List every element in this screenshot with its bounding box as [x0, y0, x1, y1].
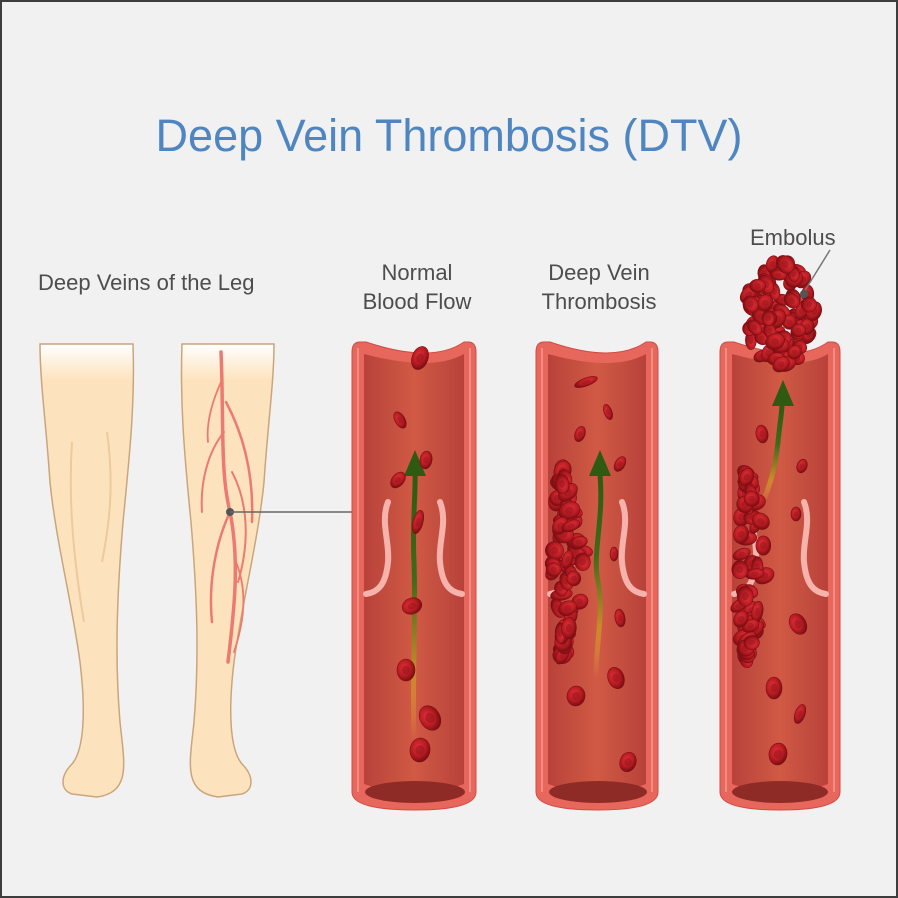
blood-cell-center: [759, 335, 765, 342]
blood-cell-center: [748, 495, 756, 502]
blood-cell-center: [748, 336, 754, 344]
blood-cell-center: [793, 511, 799, 517]
blood-cell-center: [757, 517, 765, 525]
dvt-label: Deep Vein Thrombosis: [519, 258, 679, 316]
blood-cell-center: [571, 691, 581, 701]
blood-cell-center: [397, 416, 403, 424]
blood-cell-center: [423, 456, 429, 464]
blood-cell-center: [775, 272, 782, 278]
blood-cell-center: [736, 565, 744, 574]
blood-cell-center: [737, 530, 745, 538]
blood-cells-normal: [390, 346, 442, 763]
blood-cell-center: [769, 260, 776, 268]
blood-cell-center: [751, 571, 759, 577]
blood-cell-center: [761, 299, 769, 307]
blood-cell-center: [612, 551, 616, 557]
blood-cell-center: [558, 628, 563, 638]
blood-cell-center: [624, 758, 632, 766]
blood-cell-center: [738, 551, 746, 557]
blood-cell-center: [394, 476, 402, 484]
blood-cell-center: [737, 615, 745, 623]
blood-cell-center: [416, 353, 424, 363]
leg-right: [180, 343, 275, 798]
blood-cell-center: [565, 623, 573, 633]
flow-arrow-normal: [404, 450, 426, 741]
thrombus-clot: [544, 459, 593, 665]
residual-clot: [730, 465, 775, 669]
blood-cell-center: [777, 361, 785, 368]
blood-cell-center: [617, 461, 623, 467]
embolus-label: Embolus: [750, 223, 836, 252]
blood-cell-center: [612, 673, 620, 683]
legs-label: Deep Veins of the Leg: [38, 268, 255, 297]
blood-cell-center: [407, 602, 417, 610]
blood-cells-embolus-vein: [740, 424, 808, 766]
embolus-pointer-line: [803, 249, 831, 293]
blood-cell-center: [550, 546, 559, 555]
blood-cell-center: [563, 604, 572, 612]
embolus-label-text: Embolus: [750, 225, 836, 250]
normal-flow-label-line2: Blood Flow: [362, 289, 472, 314]
blood-cell-center: [773, 749, 783, 759]
blood-cell-center: [791, 271, 797, 278]
blood-cell-center: [565, 506, 574, 515]
blood-cell-center: [577, 430, 583, 438]
normal-flow-label-line1: Normal: [381, 260, 453, 285]
dvt-label-line1: Deep Vein: [548, 260, 650, 285]
blood-cell-center: [788, 297, 796, 304]
blood-cell-center: [767, 327, 773, 334]
flow-arrow-embolus: [759, 380, 794, 506]
blood-cell-center: [805, 301, 813, 308]
blood-cells-dvt: [566, 376, 637, 773]
blood-cell-center: [425, 712, 435, 724]
embolus-clot: [739, 255, 822, 373]
blood-cell-center: [760, 541, 767, 550]
blood-cell-center: [415, 745, 425, 755]
blood-cell-center: [794, 619, 802, 629]
blood-cell-center: [754, 607, 760, 616]
flow-arrow-dvt: [589, 450, 611, 679]
blood-cell-center: [567, 523, 575, 529]
blood-cell-center: [575, 539, 583, 545]
blood-cell-center: [617, 614, 623, 622]
blood-cell-center: [797, 710, 803, 718]
blood-cell-center: [770, 683, 778, 693]
dvt-label-line2: Thrombosis: [541, 289, 657, 314]
blood-cell-center: [747, 622, 754, 629]
blood-cell-center: [786, 319, 793, 326]
blood-cell-center: [751, 324, 758, 331]
embolus-pointer-dot: [800, 290, 808, 298]
blood-cell-center: [581, 379, 591, 385]
blood-cell-center: [791, 349, 798, 356]
blood-cell-center: [559, 479, 566, 488]
blood-cell-center: [747, 300, 754, 308]
blood-cell-center: [401, 665, 411, 675]
blood-cell-center: [743, 473, 750, 481]
legs-label-text: Deep Veins of the Leg: [38, 270, 255, 295]
blood-cell-center: [550, 566, 557, 573]
blood-cell-center: [795, 327, 802, 334]
blood-cell-center: [771, 337, 779, 346]
blood-cell-center: [579, 558, 587, 566]
blood-cell-center: [570, 575, 577, 582]
blood-cell-center: [799, 463, 805, 469]
blood-cell-center: [759, 430, 765, 438]
leg-left: [39, 343, 135, 798]
blood-cell-center: [564, 555, 570, 564]
normal-flow-label: Normal Blood Flow: [337, 258, 497, 316]
blood-cell-center: [605, 408, 611, 416]
blood-cell-center: [415, 517, 421, 527]
blood-cell-center: [754, 282, 761, 289]
blood-cell-center: [576, 598, 584, 606]
diagram-title: Deep Vein Thrombosis (DTV): [155, 110, 743, 161]
blood-cell-center: [741, 592, 749, 601]
blood-cell-center: [765, 315, 772, 322]
blood-cell-center: [781, 260, 789, 269]
blood-cell-center: [748, 639, 756, 646]
blood-cell-center: [765, 349, 772, 357]
